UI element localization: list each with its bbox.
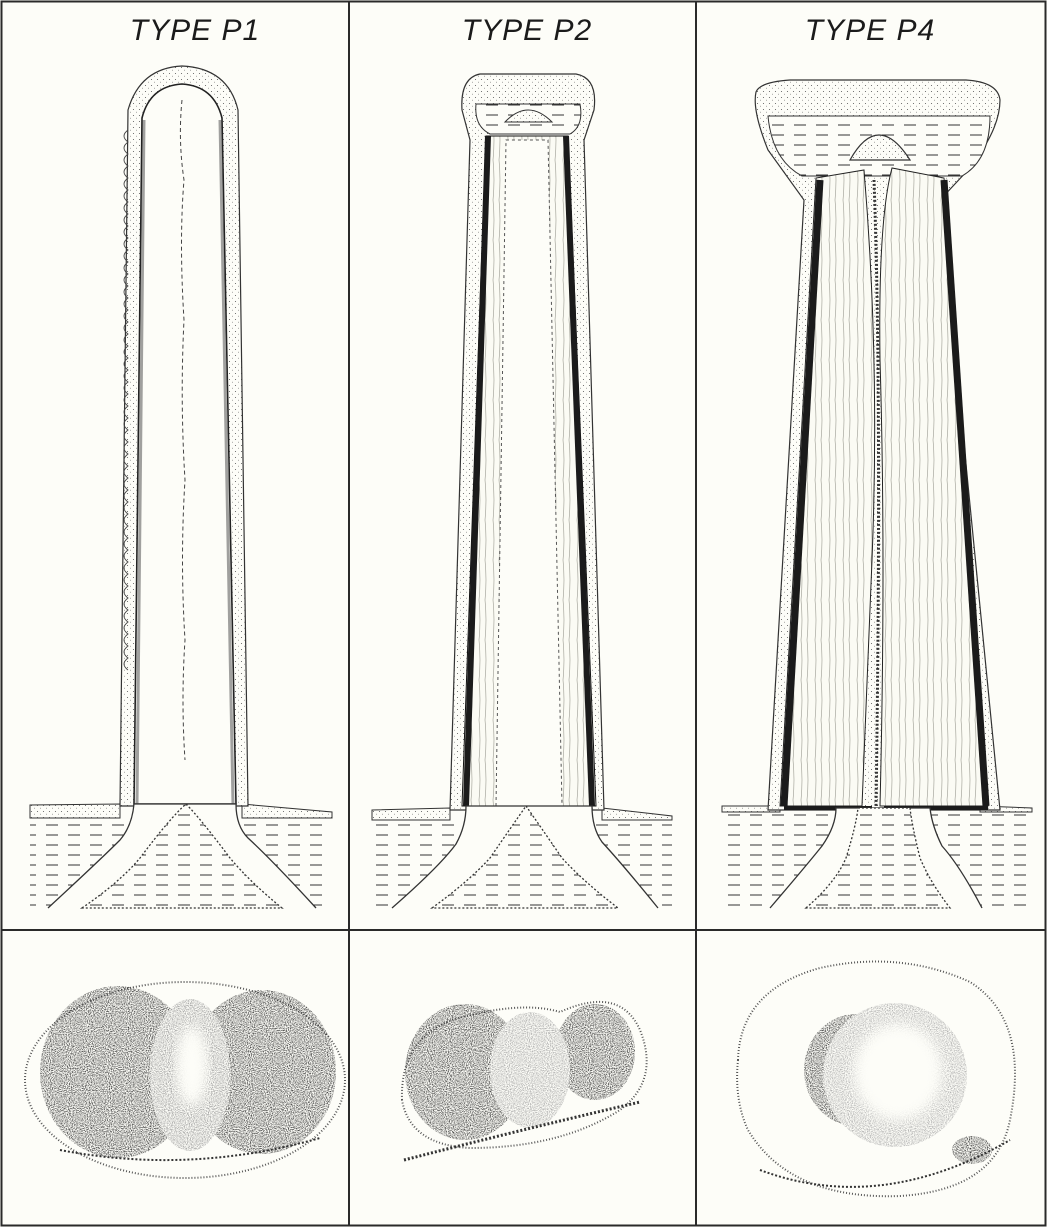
panel-title-p2: TYPE P2 xyxy=(462,14,592,47)
panel-title-p1: TYPE P1 xyxy=(130,14,260,47)
panel-title-p4: TYPE P4 xyxy=(805,14,935,47)
